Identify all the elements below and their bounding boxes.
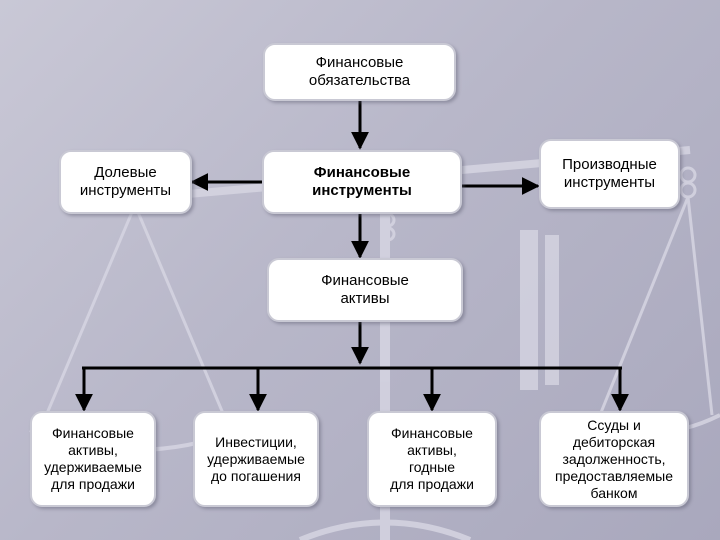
node-financial-instruments: Финансовые инструменты xyxy=(262,150,462,214)
node-label: Финансовые инструменты xyxy=(312,164,412,199)
node-label: Финансовые активы, удерживаемые для прод… xyxy=(44,425,142,492)
node-loans-receivables: Ссуды и дебиторская задолженность, предо… xyxy=(539,411,689,507)
node-held-for-trading: Финансовые активы, удерживаемые для прод… xyxy=(30,411,156,507)
node-label: Финансовые обязательства xyxy=(308,54,411,89)
node-financial-liabilities: Финансовые обязательства xyxy=(263,43,456,101)
node-label: Финансовые активы, годные для продажи xyxy=(390,425,474,492)
node-held-to-maturity: Инвестиции, удерживаемые до погашения xyxy=(193,411,319,507)
node-label: Финансовые активы xyxy=(321,272,409,307)
node-label: Долевые инструменты xyxy=(79,164,172,199)
node-financial-assets: Финансовые активы xyxy=(267,258,463,322)
node-equity-instruments: Долевые инструменты xyxy=(59,150,192,214)
node-label: Ссуды и дебиторская задолженность, предо… xyxy=(555,416,673,501)
node-available-for-sale: Финансовые активы, годные для продажи xyxy=(367,411,497,507)
node-label: Производные инструменты xyxy=(562,156,657,191)
node-derivative-instruments: Производные инструменты xyxy=(539,139,680,209)
node-label: Инвестиции, удерживаемые до погашения xyxy=(207,433,305,484)
